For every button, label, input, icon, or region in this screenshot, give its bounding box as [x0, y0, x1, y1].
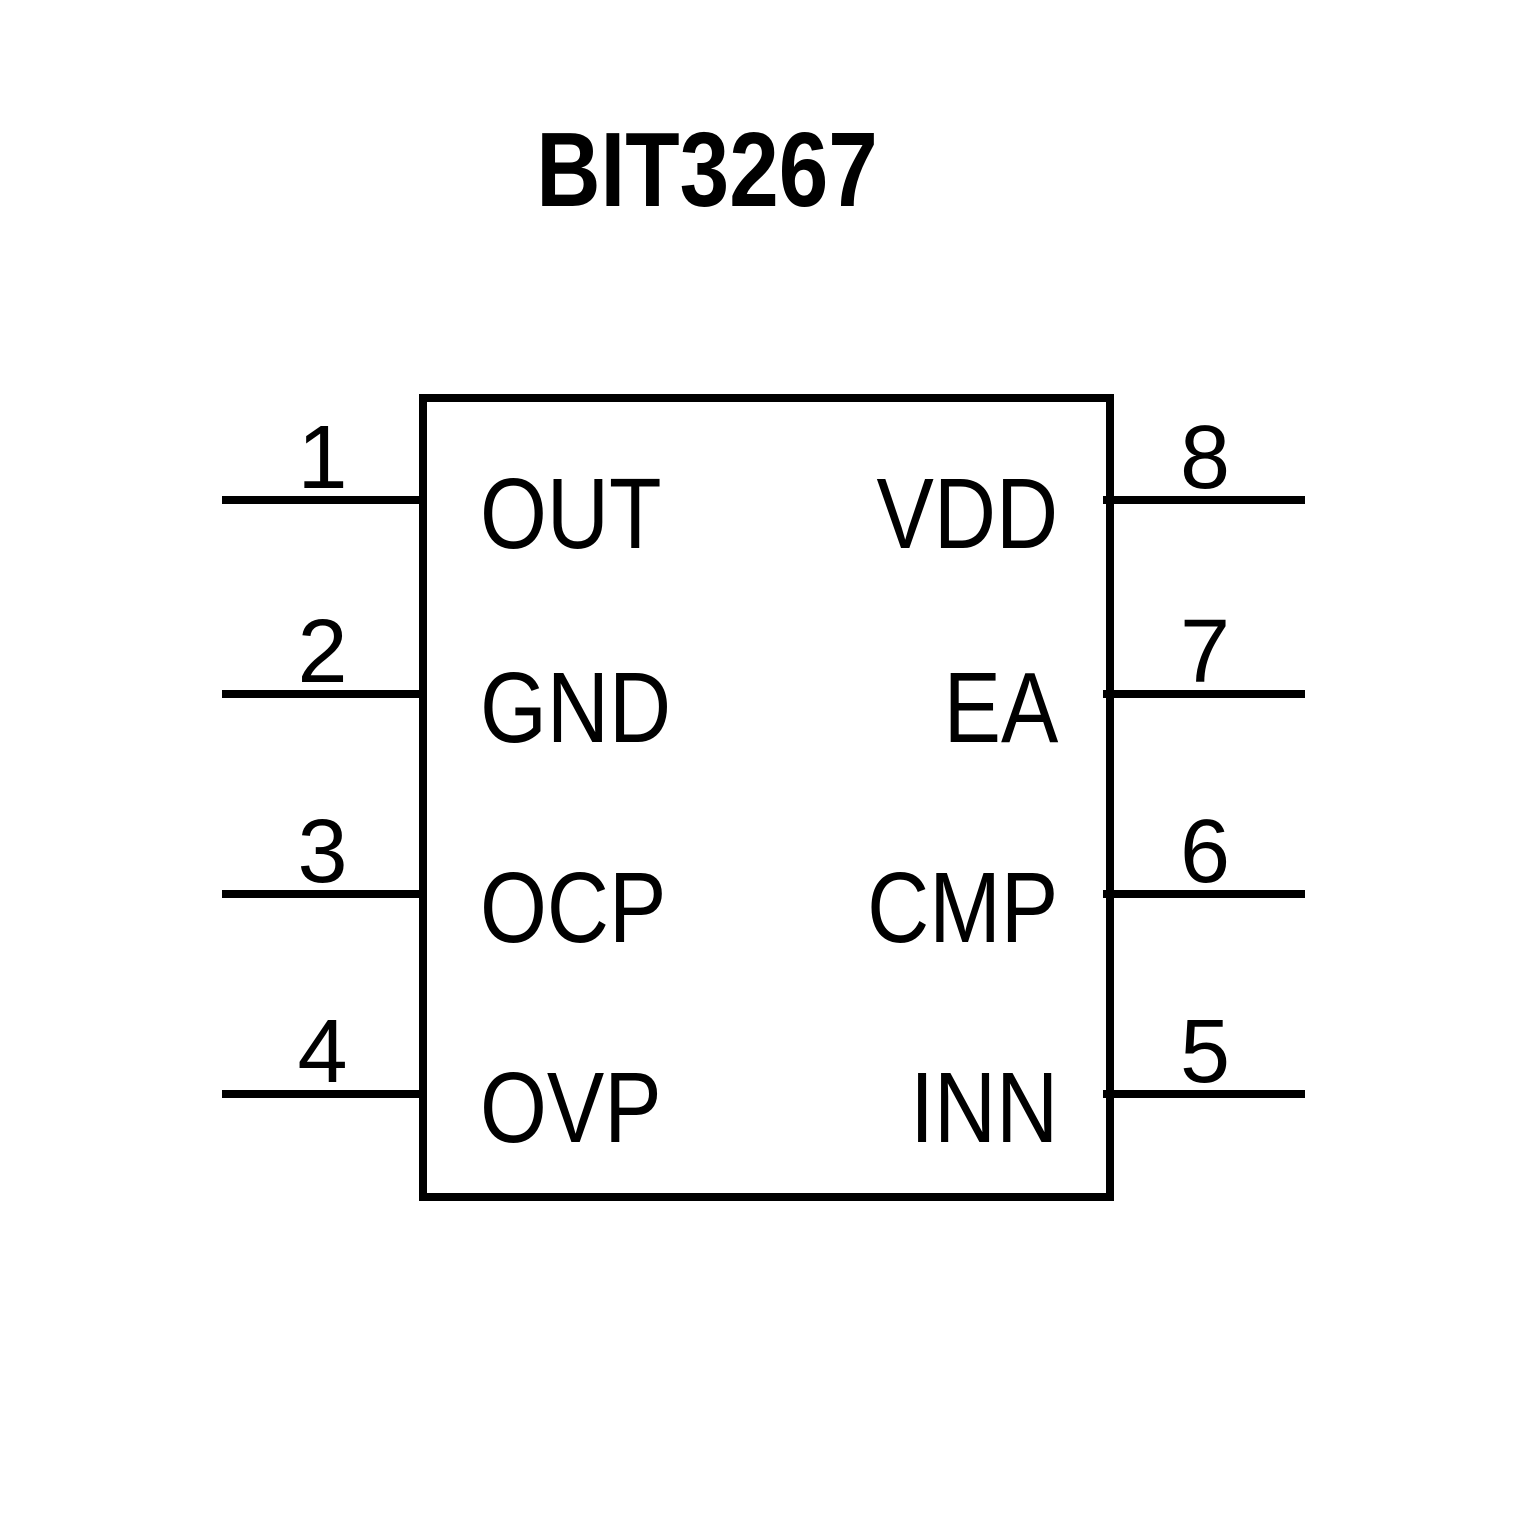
pin-1-label: OUT: [480, 458, 662, 570]
pin-1-number: 1: [297, 408, 348, 508]
pin-6-label: CMP: [866, 852, 1058, 964]
pin-3-lead-line: [222, 890, 427, 898]
pin-1-lead-line: [222, 496, 427, 504]
pin-3-number: 3: [297, 802, 348, 902]
pin-4-number: 4: [297, 1002, 348, 1102]
pin-4-lead-line: [222, 1090, 427, 1098]
pin-7-label: EA: [943, 652, 1058, 764]
pin-2-label: GND: [480, 652, 672, 764]
pin-5-label: INN: [909, 1052, 1058, 1164]
pin-6-number: 6: [1179, 802, 1231, 902]
pin-5-number: 5: [1179, 1002, 1231, 1102]
pin-8-number: 8: [1179, 408, 1231, 508]
pin-8-label: VDD: [876, 458, 1058, 570]
pin-7-lead-line: [1103, 690, 1305, 698]
pin-2-lead-line: [222, 690, 427, 698]
pin-4-label: OVP: [480, 1052, 662, 1164]
pin-3-label: OCP: [480, 852, 667, 964]
pin-7-number: 7: [1179, 602, 1231, 702]
ic-body-outline: [419, 394, 1114, 1201]
pin-8-lead-line: [1103, 496, 1305, 504]
chip-title: BIT3267: [536, 111, 878, 229]
pin-2-number: 2: [297, 602, 348, 702]
pin-6-lead-line: [1103, 890, 1305, 898]
pin-5-lead-line: [1103, 1090, 1305, 1098]
